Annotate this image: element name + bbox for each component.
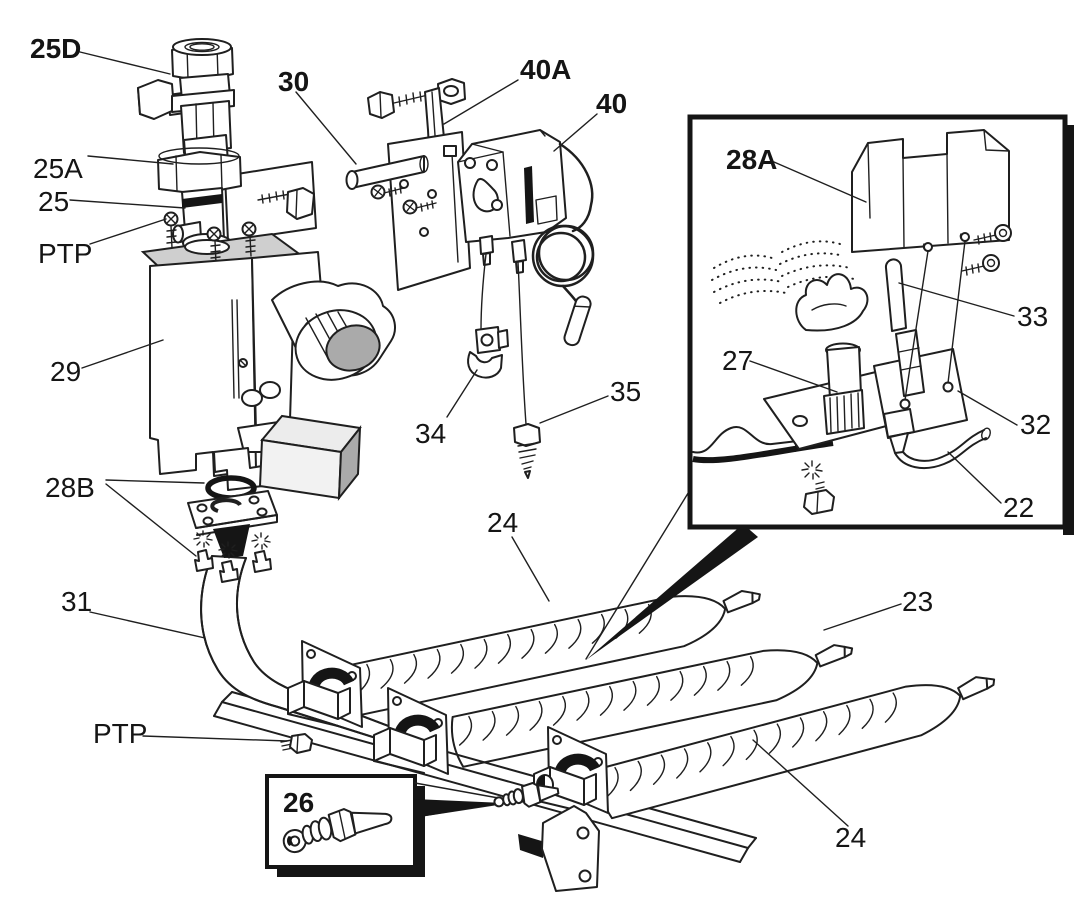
pocket-screw-35 [513,423,541,479]
washers-and-nuts-28b [193,530,272,583]
ignition-lead [895,329,925,397]
callout-label-28b: 28B [45,472,95,503]
callout-label-32: 32 [1020,409,1051,440]
pilot-tube-30 [345,155,429,190]
callout-label-24-front: 24 [835,822,866,853]
main-burner-injector [493,781,560,808]
injector-callout-box-26 [265,774,425,877]
callout-label-ptp-top: PTP [38,238,92,269]
cover-screw-alignment-lines [904,240,966,401]
callout-label-27: 27 [722,345,753,376]
thermocouple-lead [480,253,487,331]
callout-label-31: 31 [61,586,92,617]
mounting-bracket [224,161,317,242]
pilot-bracket-40a [370,87,471,291]
control-knob [271,280,396,381]
bracket-nut-40a [437,78,466,105]
flange-28b [187,490,278,558]
callout-label-22: 22 [1003,492,1034,523]
callout-label-25: 25 [38,186,69,217]
flame-dots [711,240,855,304]
pilot-pipe-22 [883,408,991,469]
interrupter-34 [467,326,509,379]
injector-26 [282,808,393,854]
pilot-burner-27 [795,273,869,435]
callout-label-30: 30 [278,66,309,97]
bracket-shadow [518,834,545,858]
callout-label-28a: 28A [726,144,777,175]
burner-bar-front-24 [597,676,996,820]
pentagon-bracket [541,805,600,892]
callout-label-29: 29 [50,356,81,387]
inset-pointer [585,489,758,660]
callout-label-34: 34 [415,418,446,449]
callout-pointer-26 [414,782,507,818]
callout-label-25d: 25D [30,33,81,64]
electrode-33 [884,258,907,332]
gas-cock-25d [136,38,235,168]
callout-label-40: 40 [596,88,627,119]
ptp-pressure-screws [163,211,257,264]
capillary-lead [517,261,527,425]
callout-label-23: 23 [902,586,933,617]
callout-label-35: 35 [610,376,641,407]
capillary-phial [563,295,592,347]
callout-label-ptp-bottom: PTP [93,718,147,749]
union-nut-25a [157,147,242,195]
bracket-bolt [257,187,315,220]
callout-label-25a: 25A [33,153,83,184]
callout-label-24-rear: 24 [487,507,518,538]
inset-bolt-washer [801,460,835,515]
cover-28a [851,129,1010,253]
cover-screws [961,224,1012,276]
thermostat-40 [457,129,567,274]
bracket-bolt-40a [367,91,429,119]
ptp-test-screw [280,733,313,754]
leader-lines [69,51,1018,827]
solenoid-box [258,414,362,502]
callout-label-40a: 40A [520,54,571,85]
callout-label-26: 26 [283,787,314,818]
callout-label-33: 33 [1017,301,1048,332]
burner-bar-middle-23 [450,644,854,768]
